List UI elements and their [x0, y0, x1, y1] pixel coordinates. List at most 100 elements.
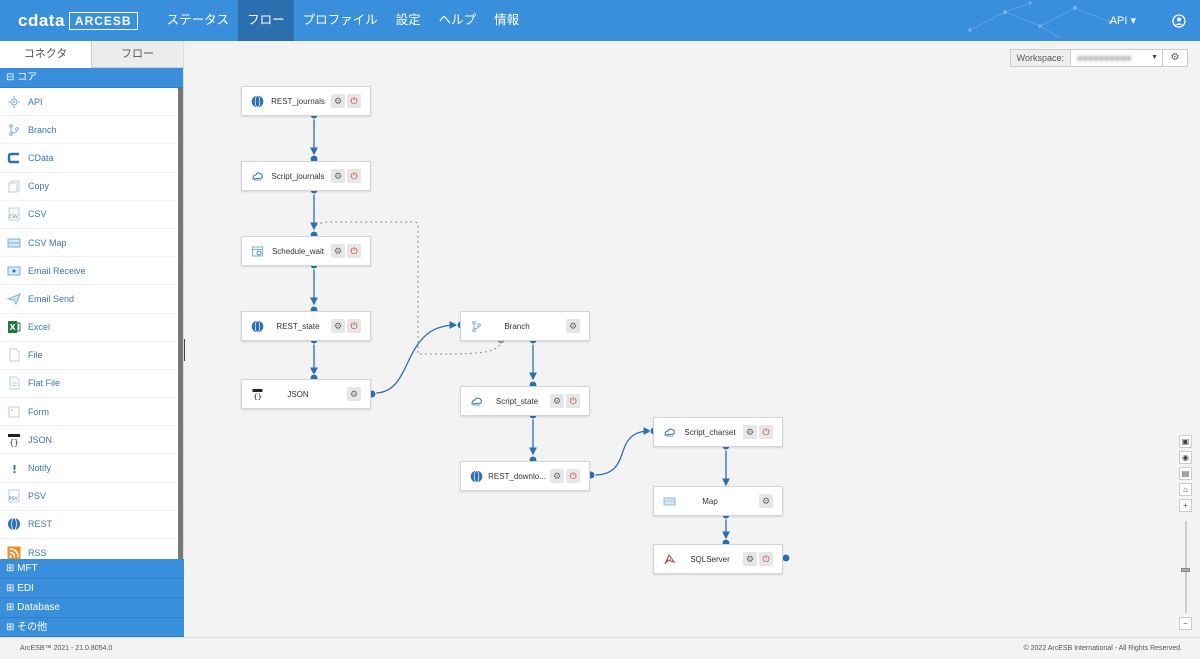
zoom-in-icon[interactable]: +: [1179, 499, 1192, 512]
node-settings-gear-icon[interactable]: ⚙: [347, 387, 361, 401]
connector-item-branch[interactable]: Branch: [0, 116, 178, 145]
connector-item-flat-file[interactable]: Flat File: [0, 370, 178, 399]
workspace-dropdown[interactable]: ■■■■■■■■■■▼: [1071, 50, 1163, 66]
nav-flow[interactable]: フロー: [238, 0, 294, 41]
flow-node-script-journals[interactable]: Script_journals ⚙⏻: [241, 161, 371, 191]
node-label: Schedule_wait: [271, 247, 325, 256]
api-menu[interactable]: API ▾: [1109, 15, 1136, 27]
flow-node-rest-journals[interactable]: REST_journals ⚙⏻: [241, 86, 371, 116]
node-settings-gear-icon[interactable]: ⚙: [550, 394, 564, 408]
connector-label: Copy: [28, 181, 50, 192]
svg-text:CSV: CSV: [9, 214, 19, 220]
node-power-icon[interactable]: ⏻: [566, 394, 580, 408]
node-power-icon[interactable]: ⏻: [347, 169, 361, 183]
connector-label: PSV: [28, 491, 47, 502]
globe-icon: [251, 320, 264, 333]
brand-logo[interactable]: cdata ARCESB: [18, 11, 138, 31]
node-settings-gear-icon[interactable]: ⚙: [550, 469, 564, 483]
group-other[interactable]: ⊞ その他: [0, 617, 184, 637]
connector-item-file[interactable]: File: [0, 342, 178, 370]
home-icon[interactable]: ⌂: [1179, 483, 1192, 496]
psv-icon: PSV: [7, 489, 21, 503]
flow-node-rest-state[interactable]: REST_state ⚙⏻: [241, 311, 371, 341]
footer: ArcESB™ 2021 - 21.0.8054.0 © 2022 ArcESB…: [0, 637, 1200, 659]
node-power-icon[interactable]: ⏻: [566, 469, 580, 483]
connector-item-form[interactable]: Form: [0, 398, 178, 427]
node-power-icon[interactable]: ⏻: [759, 425, 773, 439]
connector-label: File: [28, 350, 43, 361]
caret-down-icon: ▼: [1151, 54, 1158, 61]
email-send-icon: [7, 292, 21, 306]
notify-icon: !: [7, 461, 21, 475]
flow-node-json[interactable]: {} JSON ⚙: [241, 379, 371, 409]
connector-item-csv-map[interactable]: CSV Map: [0, 229, 178, 258]
tab-flow[interactable]: フロー: [92, 41, 183, 68]
flow-node-script-state[interactable]: Script_state ⚙⏻: [460, 386, 590, 416]
nav-profile[interactable]: プロファイル: [302, 13, 378, 27]
nav-status[interactable]: ステータス: [166, 13, 230, 27]
tab-connectors[interactable]: コネクタ: [0, 41, 92, 68]
node-settings-gear-icon[interactable]: ⚙: [743, 552, 757, 566]
node-power-icon[interactable]: ⏻: [759, 552, 773, 566]
connector-item-excel[interactable]: X Excel: [0, 314, 178, 342]
connector-label: JSON: [28, 434, 53, 445]
connector-item-cdata[interactable]: CData: [0, 144, 178, 173]
connector-label: CSV: [28, 209, 47, 220]
node-power-icon[interactable]: ⏻: [347, 244, 361, 258]
connector-item-copy[interactable]: Copy: [0, 173, 178, 201]
nav-help[interactable]: ヘルプ: [438, 13, 477, 27]
connector-item-csv[interactable]: CSV CSV: [0, 201, 178, 229]
flow-node-map[interactable]: Map ⚙: [653, 486, 783, 516]
node-label: Branch: [504, 322, 530, 331]
flow-node-rest-download[interactable]: REST_downlo... ⚙⏻: [460, 461, 590, 491]
node-power-icon[interactable]: ⏻: [347, 94, 361, 108]
node-settings-gear-icon[interactable]: ⚙: [331, 169, 345, 183]
flow-canvas[interactable]: Workspace: ■■■■■■■■■■▼ ⚙: [185, 41, 1200, 637]
eye-icon[interactable]: ◉: [1179, 451, 1192, 464]
nav-settings[interactable]: 設定: [395, 13, 421, 27]
node-settings-gear-icon[interactable]: ⚙: [331, 319, 345, 333]
connector-item-rest[interactable]: REST: [0, 511, 178, 539]
node-settings-gear-icon[interactable]: ⚙: [759, 494, 773, 508]
flow-node-schedule-wait[interactable]: Schedule_wait ⚙⏻: [241, 236, 371, 266]
svg-text:X: X: [10, 323, 17, 332]
node-settings-gear-icon[interactable]: ⚙: [331, 244, 345, 258]
group-edi[interactable]: ⊞ EDI: [0, 578, 184, 598]
connector-label: Excel: [28, 322, 51, 333]
group-core[interactable]: ⊟ コア: [0, 68, 183, 88]
connector-item-rss[interactable]: RSS: [0, 539, 178, 562]
connector-label: Flat File: [28, 378, 61, 389]
node-settings-gear-icon[interactable]: ⚙: [566, 319, 580, 333]
zoom-out-icon[interactable]: −: [1179, 617, 1192, 630]
connector-item-email-receive[interactable]: Email Receive: [0, 257, 178, 286]
flow-node-branch[interactable]: Branch ⚙: [460, 311, 590, 341]
sidebar-scrollbar-thumb[interactable]: [178, 88, 183, 562]
cdata-icon: [7, 151, 21, 165]
json-icon: {}: [252, 389, 263, 401]
connector-label: Email Send: [28, 293, 75, 304]
connector-label: RSS: [28, 547, 47, 558]
node-power-icon[interactable]: ⏻: [347, 319, 361, 333]
flow-node-sqlserver[interactable]: SQLServer ⚙⏻: [653, 544, 783, 574]
node-settings-gear-icon[interactable]: ⚙: [743, 425, 757, 439]
node-settings-gear-icon[interactable]: ⚙: [331, 94, 345, 108]
main-nav: ステータス フロー プロファイル 設定 ヘルプ 情報: [158, 0, 529, 41]
connector-item-json[interactable]: {}JSON: [0, 426, 178, 455]
top-navbar: cdata ARCESB ステータス フロー プロファイル 設定 ヘルプ 情報 …: [0, 0, 1200, 41]
group-database[interactable]: ⊞ Database: [0, 598, 184, 618]
zoom-slider-track[interactable]: [1185, 521, 1187, 613]
node-label: JSON: [287, 390, 309, 399]
user-icon[interactable]: [1172, 13, 1186, 28]
zoom-slider-thumb[interactable]: [1181, 568, 1190, 572]
group-mft[interactable]: ⊞ MFT: [0, 559, 184, 579]
connector-item-notify[interactable]: !Notify: [0, 454, 178, 483]
node-label: Script_charset: [684, 428, 736, 437]
workspace-gear-icon[interactable]: ⚙: [1170, 52, 1180, 63]
connector-item-psv[interactable]: PSV PSV: [0, 483, 178, 511]
save-icon[interactable]: ▣: [1179, 435, 1192, 448]
nav-info[interactable]: 情報: [494, 13, 520, 27]
connector-item-api[interactable]: API: [0, 88, 178, 117]
flow-node-script-charset[interactable]: Script_charset ⚙⏻: [653, 417, 783, 447]
image-icon[interactable]: ▤: [1179, 467, 1192, 480]
connector-item-email-send[interactable]: Email Send: [0, 285, 178, 314]
